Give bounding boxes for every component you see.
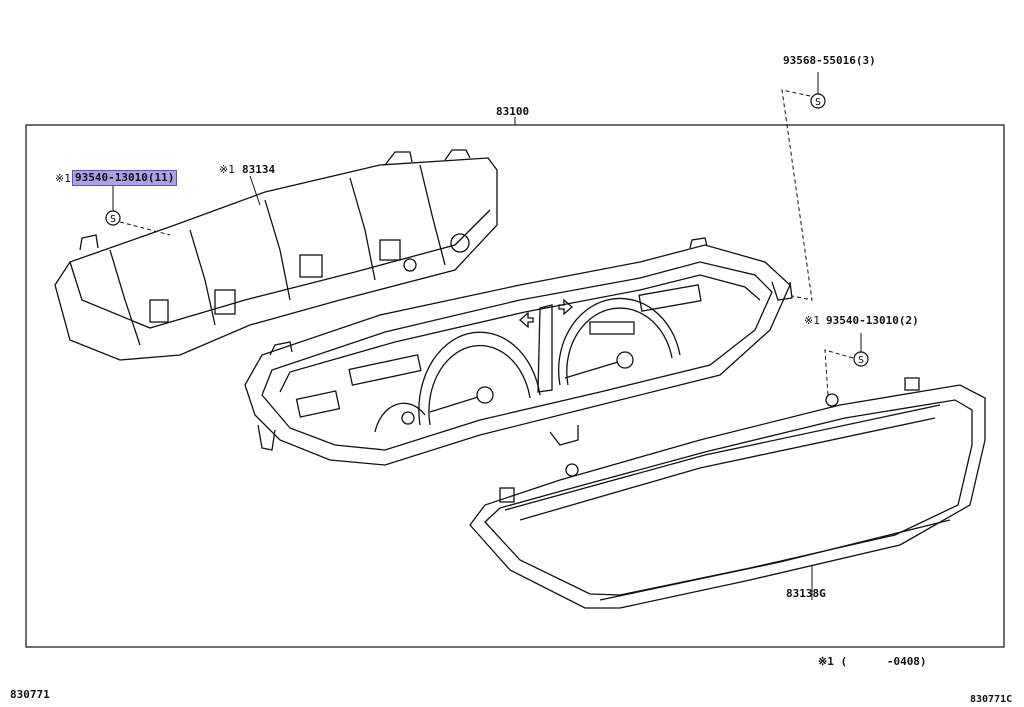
assembly-frame: [25, 124, 1005, 648]
diagram-code-left: 830771: [10, 688, 50, 701]
svg-text:S: S: [815, 97, 821, 108]
label-screw-right-mark: ※1: [804, 314, 820, 327]
screw-symbol-top: S: [810, 93, 826, 109]
label-housing[interactable]: 83134: [242, 163, 276, 176]
label-housing-mark: ※1: [219, 163, 235, 176]
instrument-cluster: [244, 237, 793, 466]
footnote-range: ※1 ( -0408): [818, 655, 927, 668]
label-bolt-top[interactable]: 93568-55016(3): [783, 54, 876, 67]
label-screw-right[interactable]: 93540-13010(2): [826, 314, 919, 327]
screw-symbol-right: S: [853, 351, 869, 367]
label-83100: 83100: [496, 105, 530, 118]
lens-part[interactable]: [469, 377, 986, 609]
label-screw-left[interactable]: 93540-13010(11): [72, 170, 178, 186]
svg-text:S: S: [110, 214, 116, 225]
housing-part[interactable]: [54, 149, 498, 361]
svg-text:S: S: [858, 355, 864, 366]
diagram-code-right: 830771C: [970, 694, 1013, 705]
label-screw-left-mark: ※1: [55, 172, 71, 185]
label-lens[interactable]: 83138G: [786, 587, 826, 600]
screw-symbol-left: S: [105, 210, 121, 226]
